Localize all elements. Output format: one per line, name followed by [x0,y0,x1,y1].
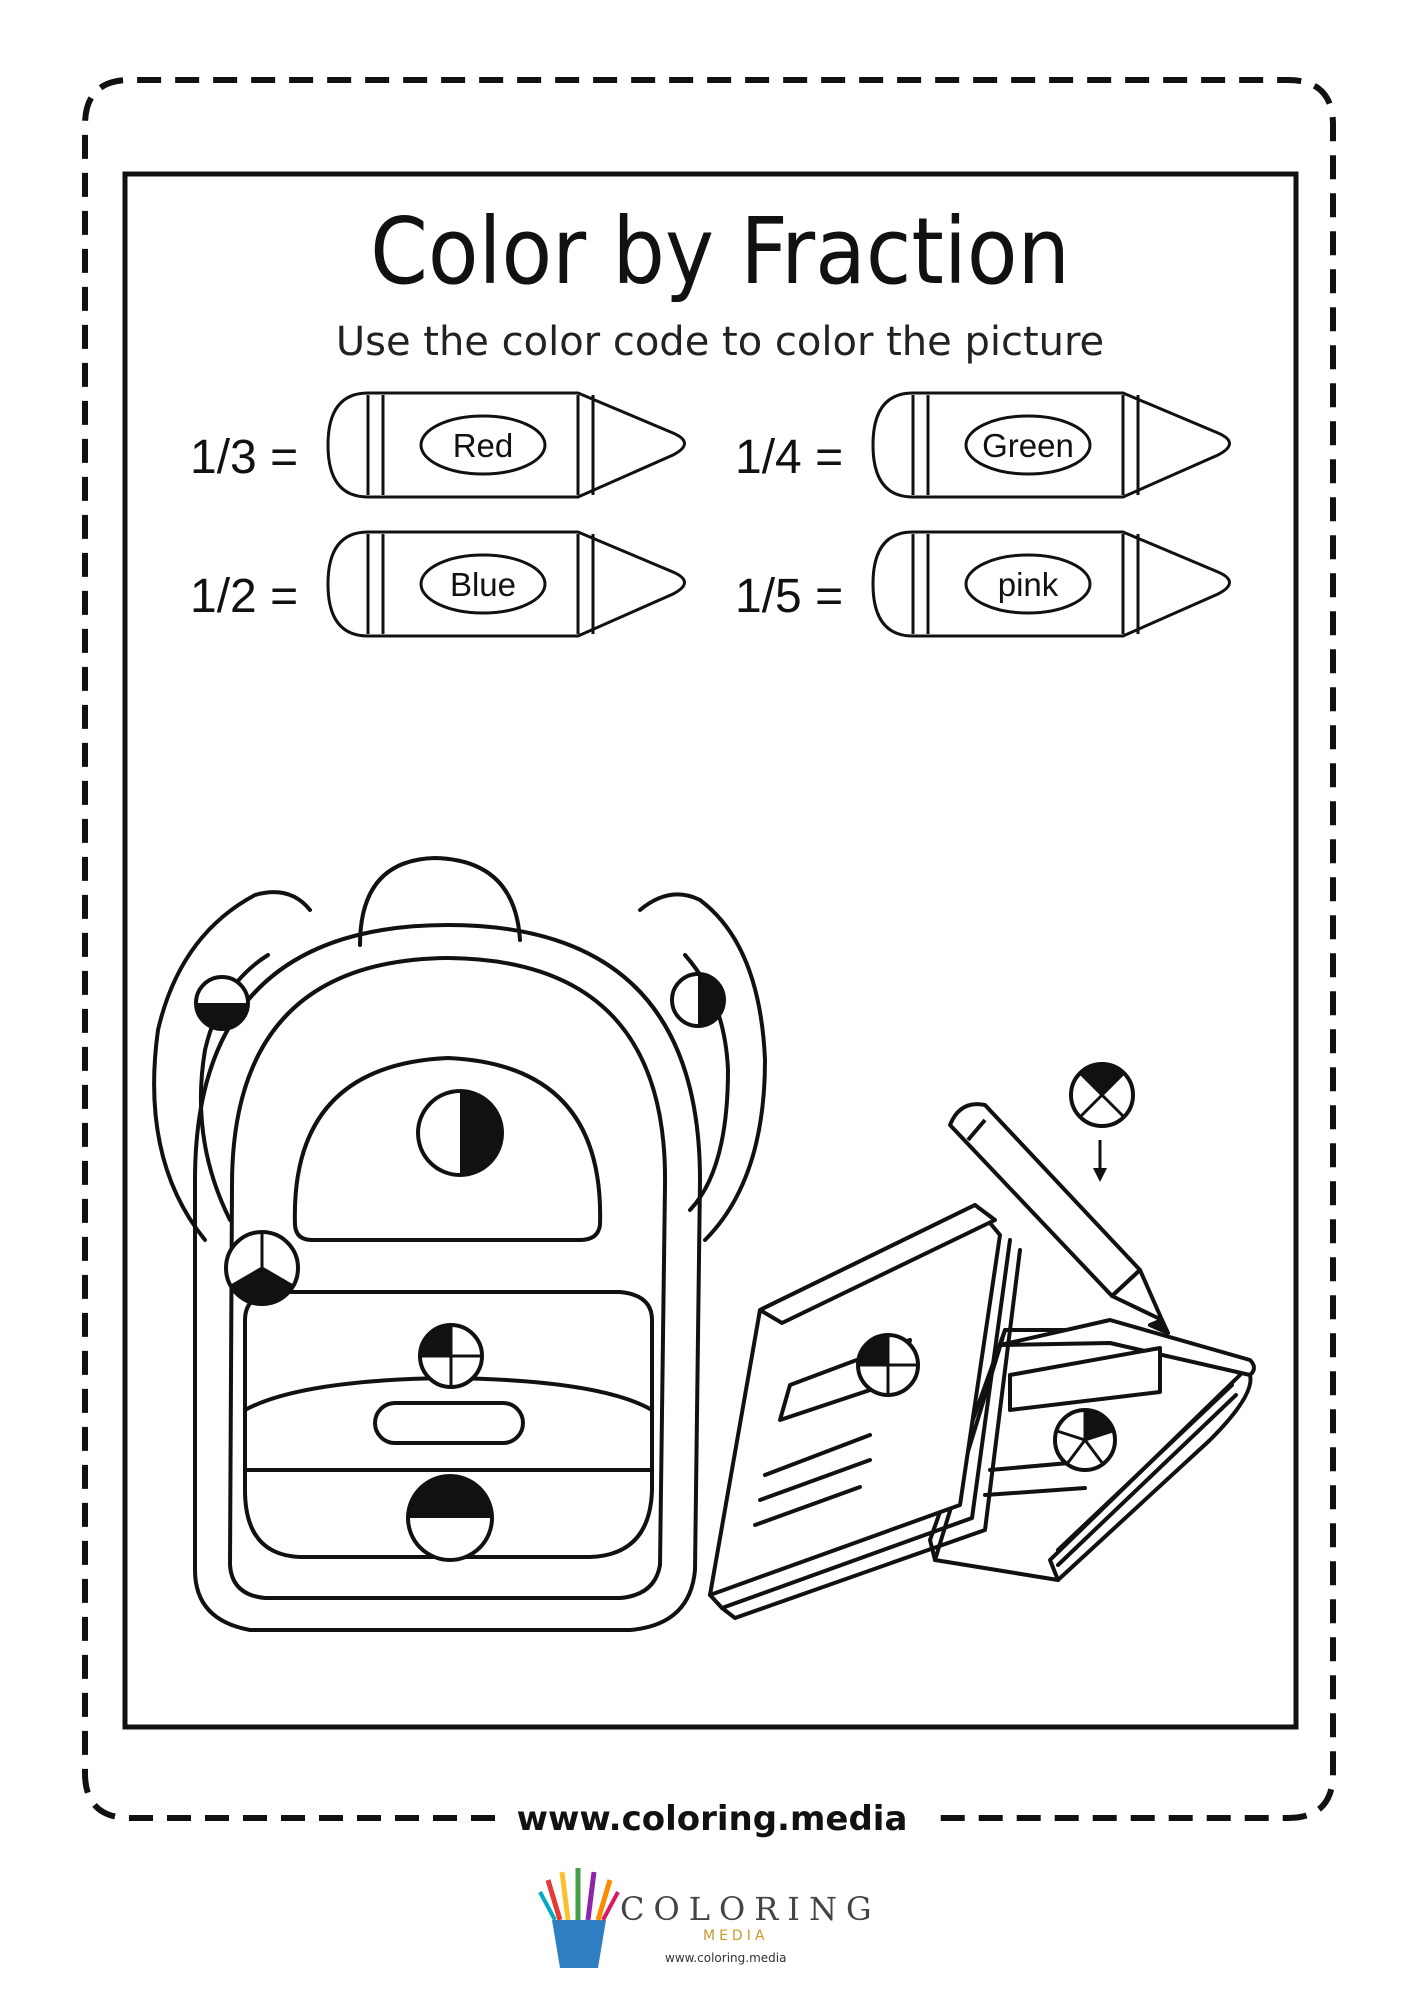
brand-name: COLORING [620,1890,881,1928]
page-title: Color by Fraction [370,198,1070,305]
crayon-label-blue: Blue [450,566,516,603]
pencil-cup-icon [538,1868,620,1968]
backpack-body [193,923,702,1632]
fraction-label: 1/3 = [190,431,298,484]
color-code-item: 1/5 = pink [735,530,1231,638]
pencil-illustration [948,1102,1170,1335]
fraction-circle-half-top [406,1474,494,1562]
fraction-label: 1/4 = [735,431,843,484]
fraction-label: 1/2 = [190,570,298,623]
fraction-circle-book-fifth [1053,1408,1117,1472]
brand-logo: COLORING MEDIA www.coloring.media [538,1868,881,1968]
fraction-circle-strap-left [194,975,250,1031]
crayon-label-red: Red [453,427,514,464]
arrow-down-icon [1093,1140,1107,1182]
inner-frame [122,171,1299,1730]
fraction-circle-half [416,1089,504,1177]
fraction-circle-book-quarter [856,1333,920,1397]
books-illustration [708,1203,1256,1620]
page-subtitle: Use the color code to color the picture [336,319,1104,365]
color-code-item: 1/2 = Blue [190,530,686,638]
brand-url: www.coloring.media [665,1951,786,1965]
backpack-top-pocket [292,1056,603,1242]
crayon-label-pink: pink [998,566,1059,603]
crayon-label-green: Green [982,427,1074,464]
fraction-circle-pencil-third [1069,1062,1135,1128]
fraction-circle-strap-right [670,972,726,1028]
color-code-legend: 1/3 = Red 1/4 = Green [190,391,1231,638]
fraction-label: 1/5 = [735,570,843,623]
brand-subname: MEDIA [703,1928,768,1944]
fraction-circle-third [224,1230,300,1306]
dashed-border [82,77,1336,1821]
footer-url: www.coloring.media [517,1799,908,1839]
fraction-circle-quarter [418,1323,484,1389]
color-code-item: 1/4 = Green [735,391,1231,499]
backpack-illustration [152,856,767,1632]
color-code-item: 1/3 = Red [190,391,686,499]
